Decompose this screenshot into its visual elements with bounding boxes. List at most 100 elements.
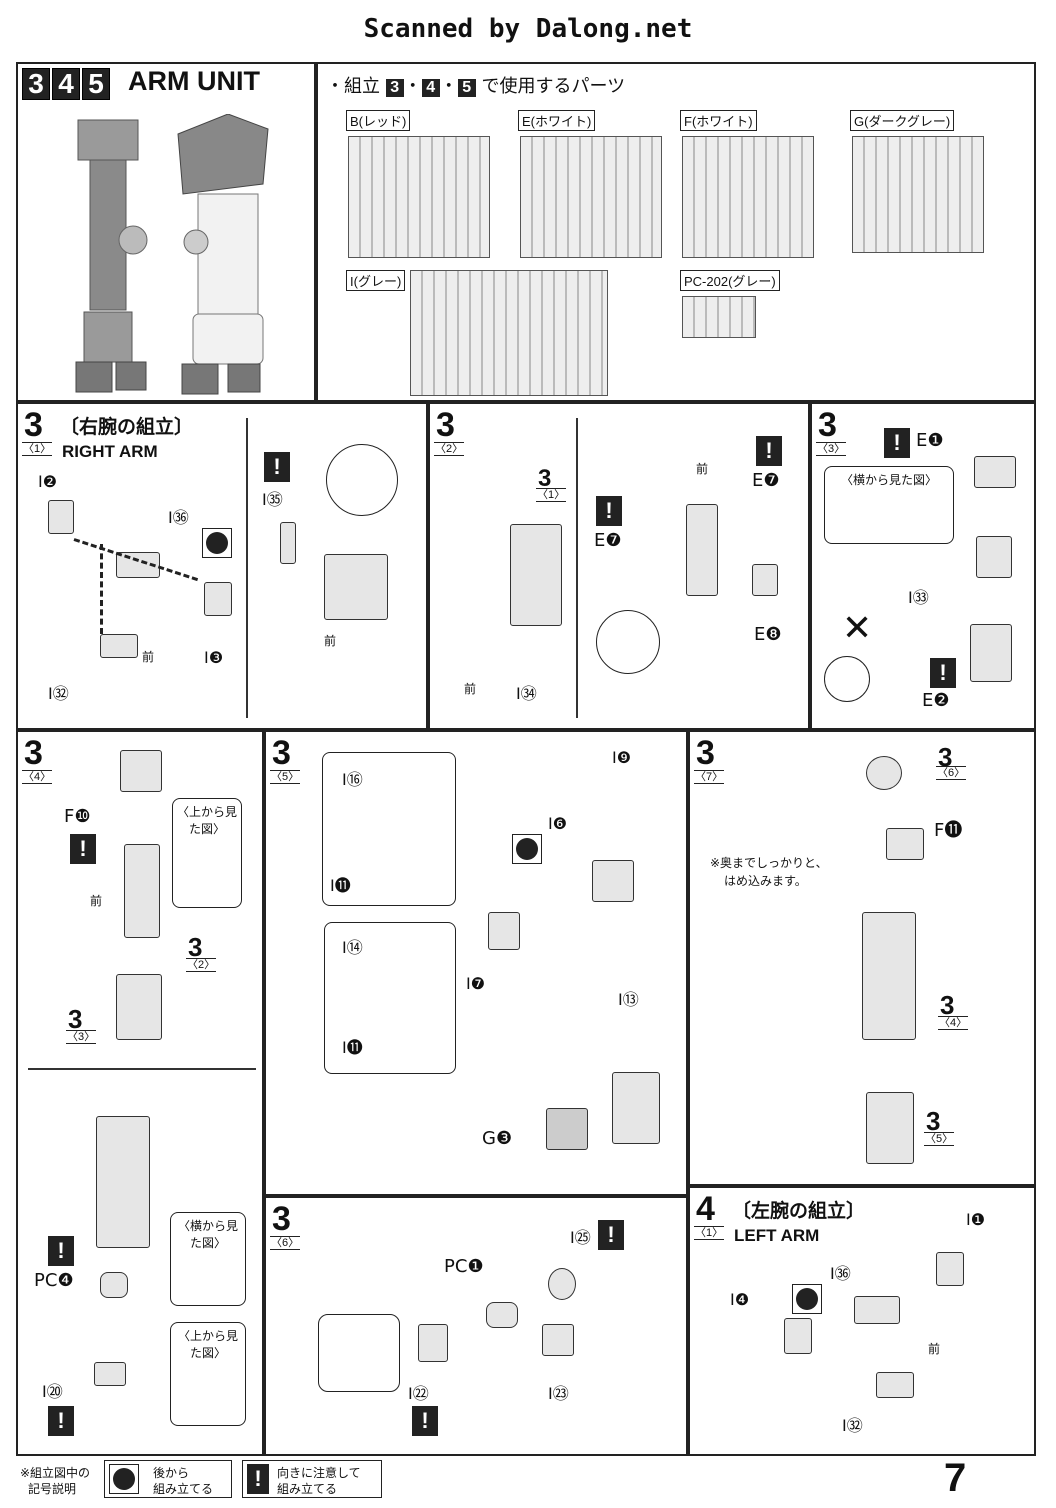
part-shape-f11 <box>886 828 924 860</box>
part-shape-elbow <box>686 504 718 596</box>
part-shape-forearm <box>124 844 160 938</box>
part-shape-i20 <box>94 1362 126 1386</box>
front-label-6: 前 <box>928 1342 941 1356</box>
back-symbol <box>202 528 232 558</box>
part-e2: E❷ <box>922 690 950 711</box>
legend-back-icon <box>109 1464 139 1494</box>
part-shape-i35 <box>280 522 296 564</box>
legend-title-2: 記号説明 <box>28 1482 77 1496</box>
note-line-2: はめ込みます。 <box>724 874 807 888</box>
ref-3-3-sub: 〈3〉 <box>66 1030 97 1044</box>
part-i36-b: I㊱ <box>830 1264 851 1283</box>
sprue-g <box>852 136 984 253</box>
part-shape-hand-assembled <box>866 1092 914 1164</box>
part-shape-i2 <box>48 500 74 534</box>
part-i16: I⑯ <box>342 770 363 789</box>
ref-3-6-sub: 〈6〉 <box>936 766 967 780</box>
part-shape-shoulder-joint <box>866 756 902 790</box>
part-i35: I㉟ <box>262 490 283 509</box>
legend-back-box: 後から 組み立てる <box>104 1460 232 1498</box>
front-label-1: 前 <box>142 650 155 664</box>
part-shape-pc4 <box>100 1272 128 1298</box>
part-i3: I❸ <box>204 648 224 667</box>
legend-warn-box: ! 向きに注意して 組み立てる <box>242 1460 382 1498</box>
caption-step-4: 4 <box>421 79 440 97</box>
step-3-4-sub: 〈4〉 <box>22 770 53 784</box>
step-3-1-title-jp: 〔右腕の組立〕 <box>60 417 194 438</box>
part-f11: F⓫ <box>934 820 963 841</box>
step-3-5-number: 3 <box>272 734 291 772</box>
part-shape-e1 <box>974 456 1016 488</box>
part-f10: F❿ <box>64 806 91 827</box>
part-shape-shoulder <box>324 554 388 620</box>
caption-step-5: 5 <box>457 79 476 97</box>
step-3-1-panel: 3 〈1〉 〔右腕の組立〕 RIGHT ARM I❷ I㊱ I❸ I㉜ 前 ! … <box>16 402 428 730</box>
top-view-label-2: 〈上から見た図〉 <box>177 1329 238 1360</box>
detail-circle-2 <box>596 610 660 674</box>
step-3-1-number: 3 <box>24 406 43 444</box>
part-shape-i3 <box>204 582 232 616</box>
step-3-1-sub: 〈1〉 <box>22 442 53 456</box>
ref-3-4-number: 3 <box>940 990 955 1020</box>
part-shape-arm-frame <box>510 524 562 626</box>
parts-caption-suffix: で使用するパーツ <box>481 76 626 97</box>
parts-caption-prefix: ・組立 <box>326 76 380 97</box>
ref-3-4-sub: 〈4〉 <box>938 1016 969 1030</box>
part-e7-a: E❼ <box>594 530 622 551</box>
part-shape-i36 <box>116 552 160 578</box>
front-label-3: 前 <box>464 682 477 696</box>
step-3-6-number: 3 <box>272 1200 291 1238</box>
step-3-4-number: 3 <box>24 734 43 772</box>
ref-3-2-sub: 〈2〉 <box>186 958 217 972</box>
front-label-2: 前 <box>324 634 337 648</box>
ref-3-1-number: 3 <box>538 465 552 492</box>
step-3-7-sub: 〈7〉 <box>694 770 725 784</box>
side-view-bubble: 〈横から見た図〉 <box>824 466 954 544</box>
step-3-7-panel: 3 〈7〉 3 〈6〉 F⓫ ※奥までしっかりと、 はめ込みます。 3 〈4〉 … <box>688 730 1036 1186</box>
callout-line <box>28 1068 256 1070</box>
part-shape-f10 <box>120 750 162 792</box>
part-shape-i23 <box>542 1324 574 1356</box>
page-number: 7 <box>944 1456 967 1500</box>
sprue-b <box>348 136 490 258</box>
legend-title-1: ※組立図中の <box>20 1466 91 1480</box>
legend-warn-label-1: 向きに注意して <box>277 1466 361 1480</box>
part-i33: I㉝ <box>908 588 929 607</box>
warning-icon-10: ! <box>412 1406 438 1436</box>
part-i23: I㉓ <box>548 1384 569 1403</box>
step-3-2-panel: 3 〈2〉 3 〈1〉 前 I㉞ ! E❼ 前 ! E❼ E❽ <box>428 402 810 730</box>
warning-icon-7: ! <box>48 1236 74 1266</box>
detail-circle-3 <box>824 656 870 702</box>
armored-arm-illustration <box>177 114 269 395</box>
part-i32: I㉜ <box>48 684 69 703</box>
part-shape-e2 <box>970 624 1012 682</box>
step-4-1-sub: 〈1〉 <box>694 1226 725 1240</box>
part-shape-g3 <box>546 1108 588 1150</box>
parts-caption: ・組立 3・4・5 で使用するパーツ <box>326 76 626 97</box>
step-badge-4: 4 <box>52 68 80 100</box>
part-shape-i1 <box>936 1252 964 1286</box>
back-symbol-3 <box>792 1284 822 1314</box>
part-e1: E❶ <box>916 430 944 451</box>
sprue-label-b: B(レッド) <box>346 110 411 131</box>
part-shape-hand <box>612 1072 660 1144</box>
front-label-4: 前 <box>696 462 709 476</box>
ref-3-2-number: 3 <box>188 932 203 962</box>
warning-icon-6: ! <box>70 834 96 864</box>
detail-box-fingers <box>322 752 456 906</box>
back-symbol-2 <box>512 834 542 864</box>
warning-icon: ! <box>264 452 290 482</box>
sprue-pc202 <box>682 296 756 338</box>
part-i32-b: I㉜ <box>842 1416 863 1435</box>
part-shape-i32 <box>100 634 138 658</box>
part-i22: I㉒ <box>408 1384 429 1403</box>
assembly-line-2 <box>100 544 103 634</box>
step-3-1-title-en: RIGHT ARM <box>62 442 158 461</box>
part-g3: G❸ <box>482 1128 513 1149</box>
part-e8: E❽ <box>754 624 782 645</box>
legend-warning-icon: ! <box>247 1464 269 1494</box>
part-i36: I㊱ <box>168 508 189 527</box>
legend: ※組立図中の 記号説明 後から 組み立てる ! 向きに注意して 組み立てる <box>16 1460 396 1500</box>
